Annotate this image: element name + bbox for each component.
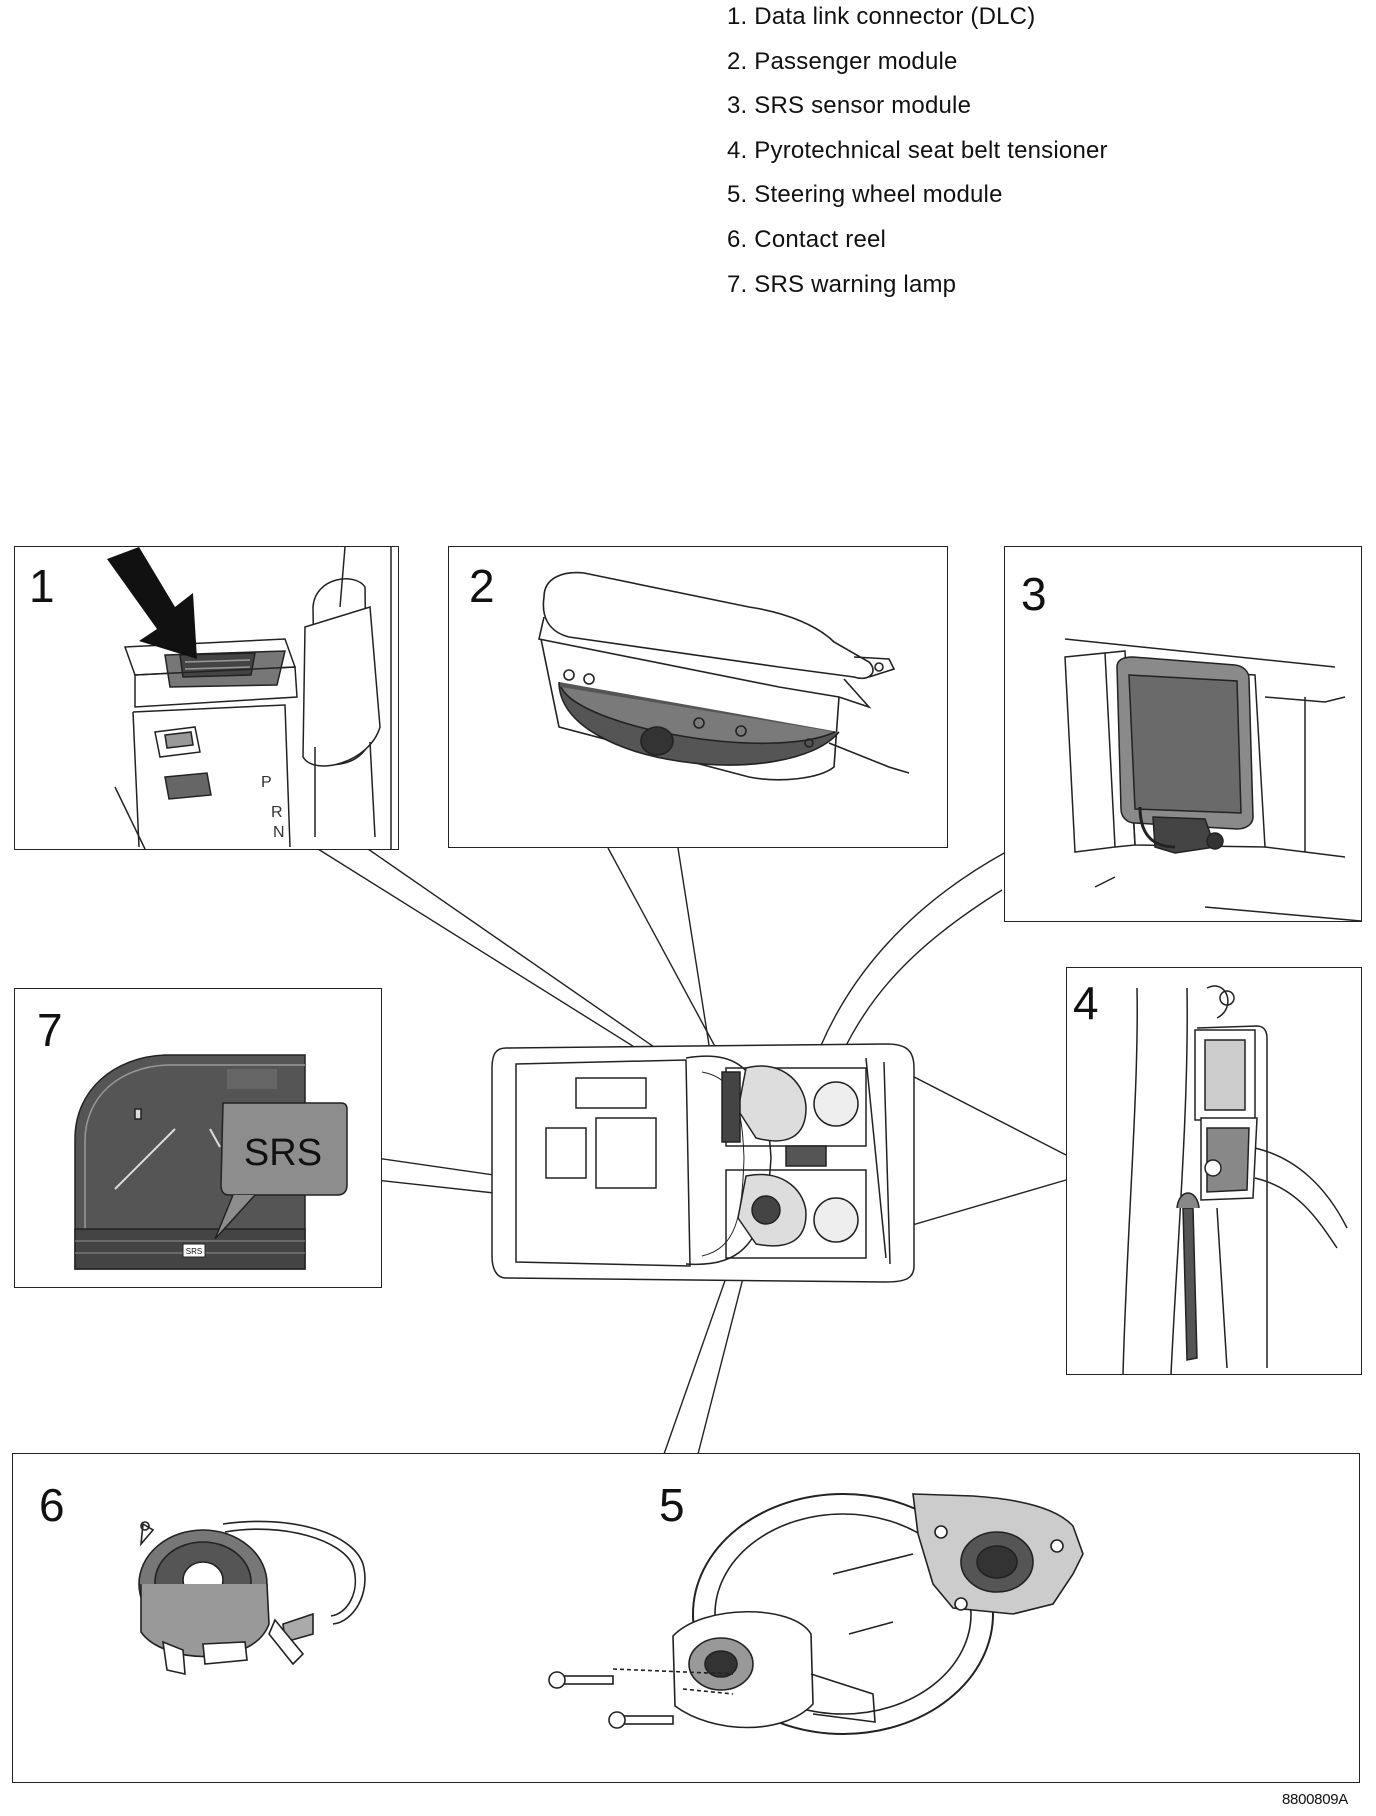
srs-lamp-label: SRS (186, 1247, 202, 1256)
callout-number-7: 7 (37, 1004, 63, 1056)
passenger-module-illustration (538, 571, 910, 781)
dlc-illustration: P R N (107, 547, 392, 849)
panel-passenger-module: 2 (448, 546, 948, 848)
legend-item-passenger-module: 2. Passenger module (727, 47, 958, 75)
legend-item-steering-wheel-module: 5. Steering wheel module (727, 181, 1003, 209)
callout-number-3: 3 (1021, 568, 1047, 620)
instrument-cluster-illustration: SRS SRS (74, 1054, 348, 1270)
panel-srs-sensor-module: 3 (1004, 546, 1362, 922)
callout-number-5: 5 (659, 1479, 685, 1531)
callout-number-2: 2 (469, 560, 495, 612)
panel-srs-warning-lamp: 7 SRS SRS (14, 988, 382, 1288)
panel-steering-contact: 6 5 (12, 1453, 1360, 1783)
legend-item-seat-belt-tensioner: 4. Pyrotechnical seat belt tensioner (727, 136, 1108, 164)
srs-badge-label: SRS (244, 1132, 322, 1174)
vehicle-top-view (491, 1043, 915, 1283)
gear-label-p: P (261, 774, 272, 791)
legend-item-srs-sensor-module: 3. SRS sensor module (727, 92, 972, 120)
gear-label-r: R (271, 804, 283, 821)
callout-number-1: 1 (29, 560, 55, 612)
tensioner-illustration (1122, 985, 1348, 1374)
drawing-code: 8800809A (1282, 1791, 1349, 1808)
steering-and-contact-reel-illustration (138, 1493, 1084, 1735)
gear-label-n: N (273, 824, 285, 841)
callout-number-4: 4 (1073, 977, 1099, 1029)
panel-dlc: 1 P R N (14, 546, 399, 850)
panel-seat-belt-tensioner: 4 (1066, 967, 1362, 1375)
legend-item-contact-reel: 6. Contact reel (727, 225, 887, 253)
legend-item-dlc: 1. Data link connector (DLC) (727, 3, 1036, 30)
callout-number-6: 6 (39, 1479, 65, 1531)
sensor-module-illustration (1064, 638, 1361, 921)
arrow-icon (107, 547, 197, 659)
component-legend: 1. Data link connector (DLC) 2. Passenge… (727, 2, 1108, 314)
legend-item-srs-warning-lamp: 7. SRS warning lamp (727, 270, 957, 298)
